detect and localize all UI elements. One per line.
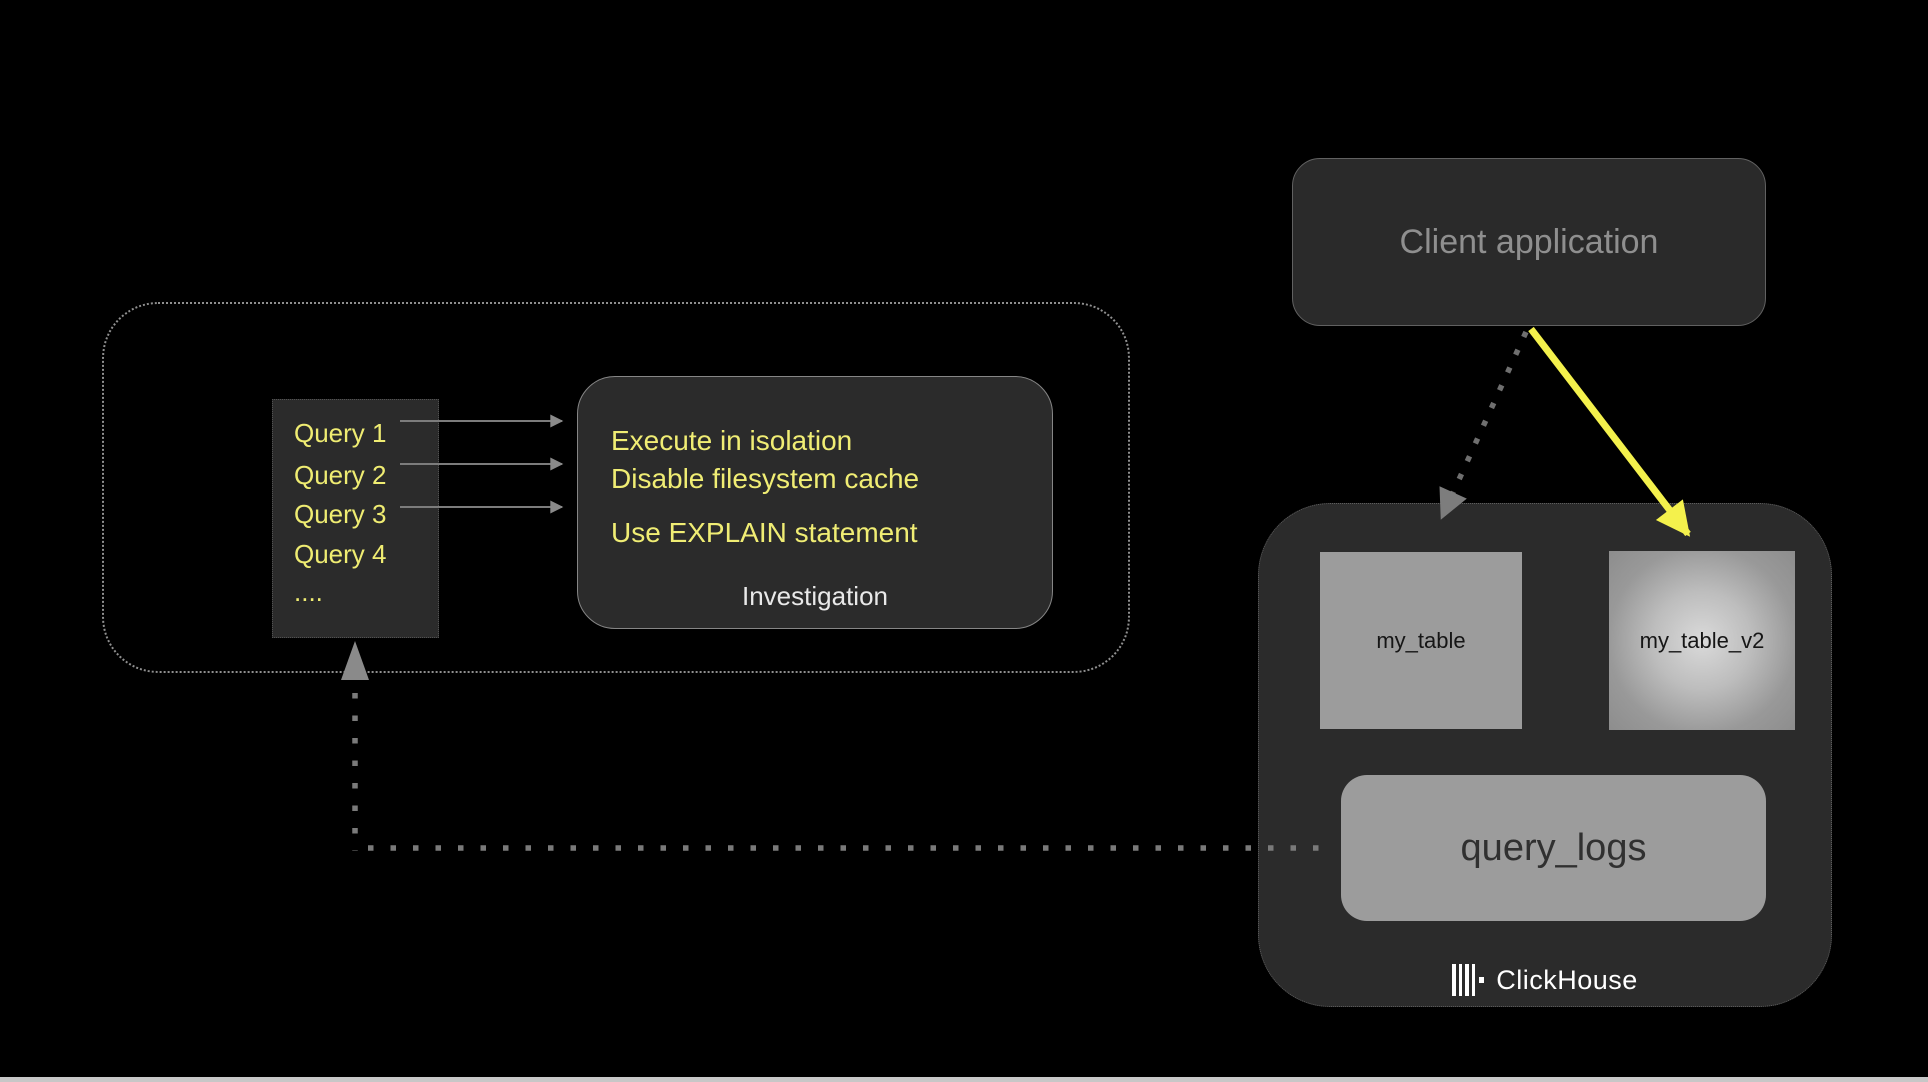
investigation-dotted-container — [102, 302, 1130, 673]
query-list-ellipsis: .... — [294, 577, 323, 607]
client-application-label: Client application — [1399, 222, 1659, 261]
investigation-step: Disable filesystem cache — [611, 463, 920, 494]
client-application-box: Client application — [1292, 158, 1766, 326]
investigation-step: Use EXPLAIN statement — [611, 517, 918, 548]
investigation-box: Execute in isolation Disable filesystem … — [577, 376, 1053, 629]
query-list-item: Query 4 — [294, 539, 387, 569]
clickhouse-logo: ClickHouse — [1259, 964, 1831, 996]
client-to-mytable-dotted-arrow — [1439, 330, 1529, 520]
query-list-item: Query 2 — [294, 460, 387, 490]
bottom-edge-strip — [0, 1077, 1928, 1082]
query-list-box: Query 1 Query 2 Query 3 Query 4 .... — [272, 399, 439, 638]
query-logs-box: query_logs — [1341, 775, 1766, 921]
clickhouse-brand-label: ClickHouse — [1496, 964, 1638, 995]
my-table-v2-box: my_table_v2 — [1609, 551, 1795, 730]
investigation-box-label: Investigation — [742, 581, 888, 611]
my-table-v2-label: my_table_v2 — [1639, 627, 1765, 653]
query-list-item: Query 3 — [294, 499, 387, 529]
clickhouse-bars-icon — [1452, 964, 1485, 996]
my-table-label: my_table — [1376, 627, 1466, 653]
query-list-item: Query 1 — [294, 418, 387, 448]
investigation-step: Execute in isolation — [611, 425, 853, 456]
clickhouse-container: my_table my_table_v2 query_logs ClickHou… — [1258, 503, 1832, 1007]
my-table-box: my_table — [1320, 552, 1522, 729]
query-logs-label: query_logs — [1460, 826, 1647, 869]
